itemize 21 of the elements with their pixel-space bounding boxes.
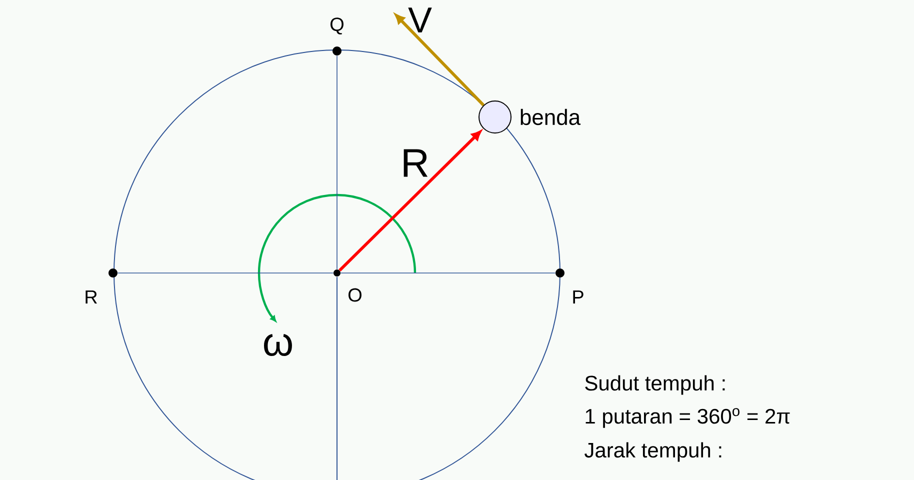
note-text: Jarak tempuh : — [584, 442, 722, 462]
arrow — [338, 130, 482, 272]
point-label: benda — [520, 108, 581, 126]
point-label: R — [86, 290, 97, 304]
axis-line — [117, 272, 334, 274]
point-dot — [556, 268, 564, 278]
symbol-label: ω — [264, 334, 292, 356]
axis-line — [340, 272, 556, 274]
note-text: 1 putaran = 360$^{o}$ = 2π — [586, 408, 790, 428]
point-dot — [334, 270, 340, 276]
point-dot — [332, 46, 342, 56]
point-label: P — [573, 290, 584, 304]
point-label: Q — [330, 18, 344, 34]
edge-label: V — [408, 8, 432, 32]
point-dot — [108, 268, 118, 278]
edge-label: R — [404, 149, 428, 177]
axis-line — [336, 55, 338, 270]
arrow — [395, 14, 485, 106]
point-label: O — [348, 288, 362, 302]
note-text: Sudut tempuh : — [585, 375, 725, 395]
object-ball — [478, 100, 512, 134]
